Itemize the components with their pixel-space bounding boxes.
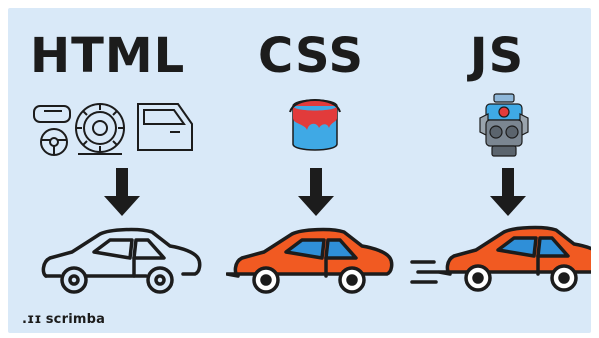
html-column: HTML [20, 8, 214, 333]
down-arrow-icon [102, 168, 142, 218]
down-arrow-icon [296, 168, 336, 218]
thumbnail-canvas: HTML [8, 8, 591, 333]
moving-car-icon [410, 222, 591, 306]
css-heading: CSS [257, 28, 365, 84]
scrimba-mark: .ɪɪ [22, 312, 42, 327]
scrimba-wordmark: scrimba [45, 312, 106, 327]
js-column: JS [400, 8, 591, 333]
engine-icon [400, 92, 591, 162]
down-arrow-icon [488, 168, 528, 218]
js-heading: JS [469, 28, 525, 84]
css-column: CSS [214, 8, 408, 333]
html-heading: HTML [30, 28, 186, 84]
car-parts-outline-icon [20, 92, 214, 162]
paint-bucket-icon [214, 92, 408, 162]
painted-car-icon [225, 222, 396, 306]
car-outline-icon [34, 222, 204, 306]
